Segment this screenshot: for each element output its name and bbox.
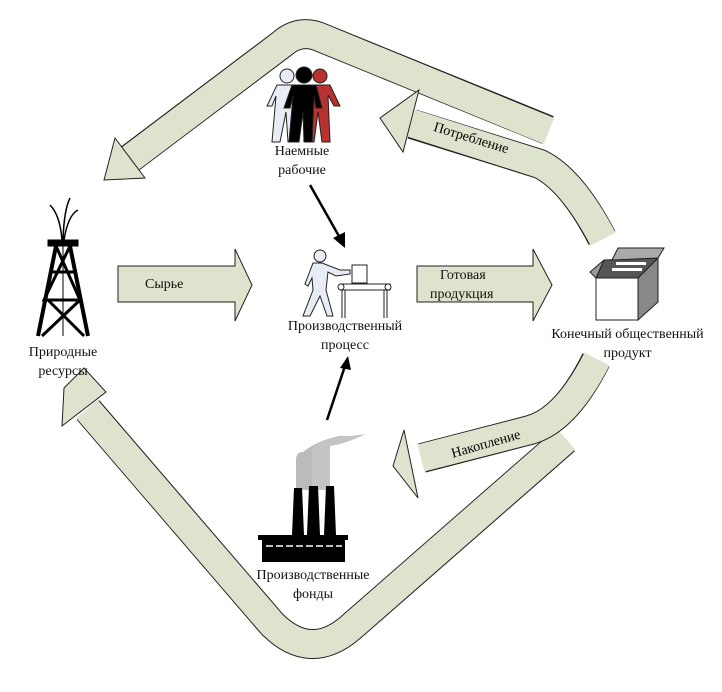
oil-derrick-icon bbox=[36, 197, 90, 338]
return-arrow-bottom bbox=[61, 367, 576, 659]
accumulation-arrow bbox=[392, 352, 610, 499]
funds-line2: фонды bbox=[292, 587, 334, 602]
process-label: Производственный процесс bbox=[275, 317, 415, 355]
product-line2: продукт bbox=[603, 346, 652, 361]
workers-line2: рабочие bbox=[278, 163, 326, 178]
resources-line1: Природные bbox=[28, 345, 98, 360]
finished-goods-label: Готовая продукция bbox=[430, 266, 493, 304]
return-arrow-top bbox=[103, 19, 555, 181]
factory-icon bbox=[258, 434, 366, 562]
process-line1: Производственный bbox=[287, 319, 403, 334]
finished-goods-arrow bbox=[416, 248, 553, 322]
labor-arrow bbox=[308, 184, 345, 248]
raw-material-label: Сырье bbox=[145, 277, 184, 292]
finished-goods-line1: Готовая bbox=[440, 268, 486, 283]
resources-label: Природные ресурсы bbox=[13, 343, 113, 381]
workers-label: Наемные рабочие bbox=[262, 142, 342, 180]
funds-line1: Производственные bbox=[256, 568, 370, 583]
product-line1: Конечный общественный bbox=[551, 327, 704, 342]
raw-material-arrow bbox=[117, 248, 253, 322]
product-box-icon bbox=[589, 247, 665, 322]
funds-label: Производственные фонды bbox=[243, 566, 383, 604]
funds-arrow bbox=[325, 356, 351, 421]
product-label: Конечный общественный продукт bbox=[540, 325, 715, 363]
process-line2: процесс bbox=[321, 338, 369, 353]
workers-line1: Наемные bbox=[274, 144, 330, 159]
finished-goods-line2: продукция bbox=[430, 287, 494, 302]
production-worker-icon bbox=[302, 249, 392, 318]
consumption-arrow bbox=[379, 88, 616, 246]
workers-icon bbox=[266, 66, 341, 143]
resources-line2: ресурсы bbox=[38, 364, 88, 379]
